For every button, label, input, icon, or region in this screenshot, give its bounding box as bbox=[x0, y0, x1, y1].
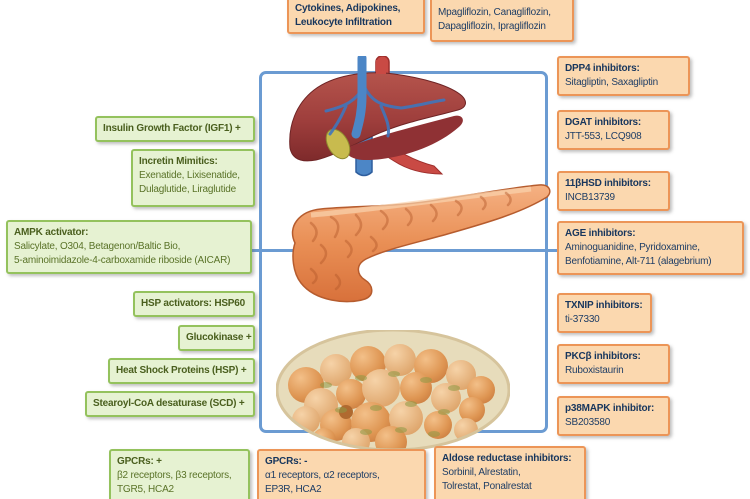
box-line: EP3R, HCA2 bbox=[265, 484, 322, 495]
box-line: Sorbinil, Alrestatin, bbox=[442, 467, 521, 478]
box-header: Incretin Mimitics: bbox=[139, 156, 218, 167]
box-line: Leukocyte Infiltration bbox=[295, 17, 392, 28]
box-header: Insulin Growth Factor (IGF1) + bbox=[103, 123, 241, 134]
box-header: HSP activators: HSP60 bbox=[141, 298, 245, 309]
box-header: DPP4 inhibitors: bbox=[565, 63, 640, 74]
gpcrs-positive-box: GPCRs: + β2 receptors, β3 receptors, TGR… bbox=[109, 449, 250, 499]
box-line: TGR5, HCA2 bbox=[117, 484, 174, 495]
box-header: Glucokinase + bbox=[186, 332, 252, 343]
box-header: Heat Shock Proteins (HSP) + bbox=[116, 365, 247, 376]
aldose-reductase-inhibitors-box: Aldose reductase inhibitors: Sorbinil, A… bbox=[434, 446, 586, 499]
box-line: β2 receptors, β3 receptors, bbox=[117, 470, 232, 481]
dgat-inhibitors-box: DGAT inhibitors: JTT-553, LCQ908 bbox=[557, 110, 670, 150]
box-line: SB203580 bbox=[565, 417, 611, 428]
pkcb-inhibitors-box: PKCβ inhibitors: Ruboxistaurin bbox=[557, 344, 670, 384]
box-line: Ruboxistaurin bbox=[565, 365, 624, 376]
sglt2-drugs-box: Mpagliflozin, Canagliflozin, Dapaglifloz… bbox=[430, 0, 574, 42]
txnip-inhibitors-box: TXNIP inhibitors: ti-37330 bbox=[557, 293, 652, 333]
box-header: TXNIP inhibitors: bbox=[565, 300, 643, 311]
box-line: Tolrestat, Ponalrestat bbox=[442, 481, 532, 492]
box-header: p38MAPK inhibitor: bbox=[565, 403, 655, 414]
box-header: GPCRs: - bbox=[265, 456, 308, 467]
ampk-activator-box: AMPK activator: Salicylate, O304, Betage… bbox=[6, 220, 252, 274]
box-line: Salicylate, O304, Betagenon/Baltic Bio, bbox=[14, 241, 181, 252]
box-line: α1 receptors, α2 receptors, bbox=[265, 470, 380, 481]
box-line: Dulaglutide, Liraglutide bbox=[139, 184, 236, 195]
box-line: Sitagliptin, Saxagliptin bbox=[565, 77, 659, 88]
box-line: Exenatide, Lixisenatide, bbox=[139, 170, 240, 181]
cytokines-box: Cytokines, Adipokines, Leukocyte Infiltr… bbox=[287, 0, 425, 34]
incretin-mimetics-box: Incretin Mimitics: Exenatide, Lixisenati… bbox=[131, 149, 255, 207]
box-line: Mpagliflozin, Canagliflozin, bbox=[438, 7, 551, 18]
dpp4-inhibitors-box: DPP4 inhibitors: Sitagliptin, Saxaglipti… bbox=[557, 56, 690, 96]
pancreas-illustration bbox=[291, 184, 551, 303]
box-line: Aminoguanidine, Pyridoxamine, bbox=[565, 242, 700, 253]
scd-box: Stearoyl-CoA desaturase (SCD) + bbox=[85, 391, 255, 417]
box-line: ti-37330 bbox=[565, 314, 600, 325]
box-line: Benfotiamine, Alt-711 (alagebrium) bbox=[565, 256, 712, 267]
box-header: PKCβ inhibitors: bbox=[565, 351, 641, 362]
heat-shock-proteins-box: Heat Shock Proteins (HSP) + bbox=[108, 358, 255, 384]
islet-cells-illustration bbox=[276, 330, 510, 452]
hsp-activators-box: HSP activators: HSP60 bbox=[133, 291, 255, 317]
box-header: Aldose reductase inhibitors: bbox=[442, 453, 572, 464]
gpcrs-negative-box: GPCRs: - α1 receptors, α2 receptors, EP3… bbox=[257, 449, 426, 499]
liver-illustration bbox=[289, 56, 466, 177]
box-header: DGAT inhibitors: bbox=[565, 117, 642, 128]
box-header: Stearoyl-CoA desaturase (SCD) + bbox=[93, 398, 245, 409]
11bhsd-inhibitors-box: 11βHSD inhibitors: INCB13739 bbox=[557, 171, 670, 211]
glucokinase-box: Glucokinase + bbox=[178, 325, 255, 351]
box-header: 11βHSD inhibitors: bbox=[565, 178, 651, 189]
box-line: JTT-553, LCQ908 bbox=[565, 131, 642, 142]
p38mapk-inhibitor-box: p38MAPK inhibitor: SB203580 bbox=[557, 396, 670, 436]
connector-line bbox=[246, 249, 558, 252]
box-line: Dapagliflozin, Ipragliflozin bbox=[438, 21, 546, 32]
box-header: AMPK activator: bbox=[14, 227, 89, 238]
igf1-box: Insulin Growth Factor (IGF1) + bbox=[95, 116, 255, 142]
box-line: INCB13739 bbox=[565, 192, 615, 203]
box-header: GPCRs: + bbox=[117, 456, 162, 467]
box-header: AGE inhibitors: bbox=[565, 228, 636, 239]
box-line: Cytokines, Adipokines, bbox=[295, 3, 401, 14]
age-inhibitors-box: AGE inhibitors: Aminoguanidine, Pyridoxa… bbox=[557, 221, 744, 275]
box-line: 5-aminoimidazole-4-carboxamide riboside … bbox=[14, 255, 231, 266]
